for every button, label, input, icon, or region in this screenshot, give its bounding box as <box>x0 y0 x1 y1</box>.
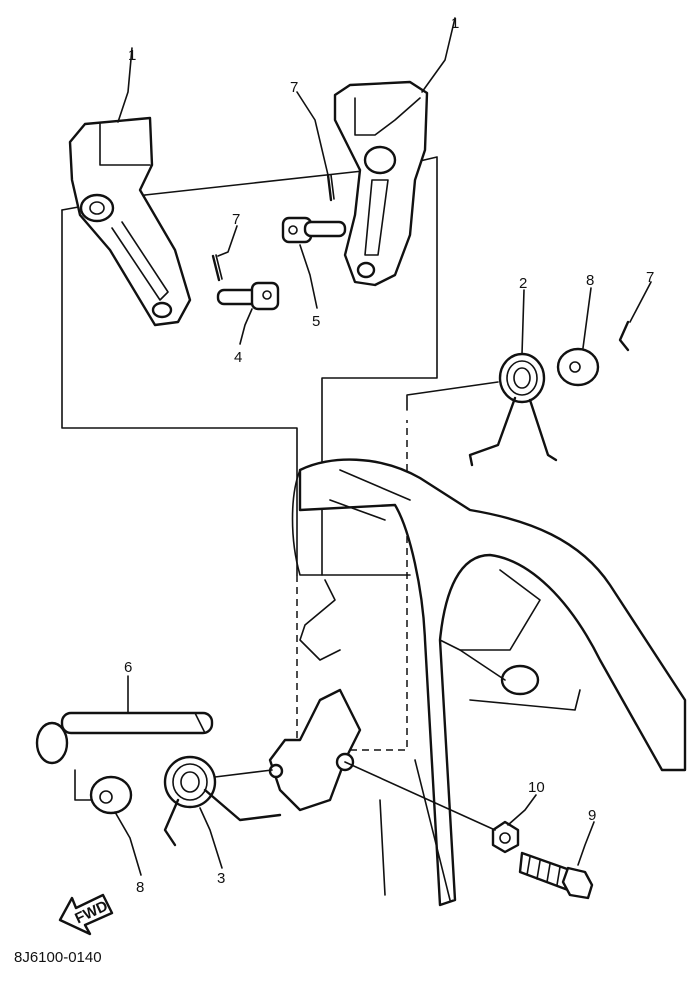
callout-7-right: 7 <box>646 269 654 286</box>
nut-10 <box>491 820 520 854</box>
forward-direction-arrow: FWD <box>58 893 114 936</box>
torsion-spring-2 <box>468 352 558 467</box>
cotter-pin-left <box>211 254 223 282</box>
callout-1-left: 1 <box>128 47 136 64</box>
callout-8-lower: 8 <box>136 879 144 896</box>
callout-2: 2 <box>519 275 527 292</box>
cotter-pin-center <box>326 173 335 202</box>
drawing-code: 8J6100-0140 <box>14 949 102 966</box>
swivel-bracket-frame <box>268 458 687 907</box>
callout-7-left: 7 <box>232 211 240 228</box>
washer-lower <box>74 769 133 815</box>
callout-4: 4 <box>234 349 242 366</box>
callout-10: 10 <box>528 779 545 796</box>
left-bracket <box>68 116 192 327</box>
bolt-9 <box>518 851 594 900</box>
cotter-pin-right <box>618 320 630 352</box>
callout-8-upper: 8 <box>586 272 594 289</box>
callout-3: 3 <box>217 870 225 887</box>
right-bracket <box>333 80 429 287</box>
bolt-axis-line <box>344 761 496 831</box>
clevis-pin-4 <box>216 281 280 311</box>
torsion-spring-3 <box>163 755 282 847</box>
washer-upper <box>556 347 600 387</box>
pivot-pin-6 <box>35 711 214 765</box>
leader-lines <box>114 17 652 876</box>
callout-7-center: 7 <box>290 79 298 96</box>
callout-1-right: 1 <box>451 15 459 32</box>
callout-5: 5 <box>312 313 320 330</box>
clevis-pin-5 <box>281 216 347 244</box>
callout-labels: 1 1 7 7 7 4 5 2 8 6 8 3 10 9 <box>124 15 654 896</box>
callout-9: 9 <box>588 807 596 824</box>
callout-6: 6 <box>124 659 132 676</box>
